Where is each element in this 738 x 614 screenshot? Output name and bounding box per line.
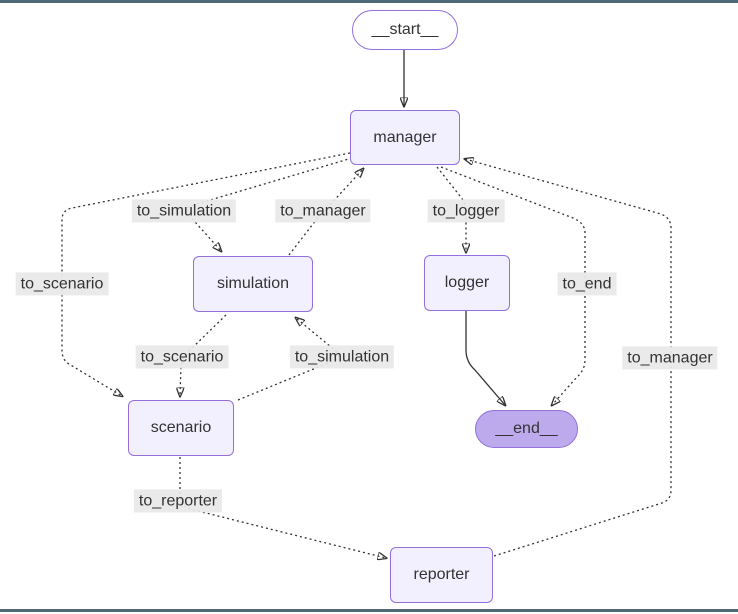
edge-label-manager-to-simulation: to_simulation [131,199,237,223]
edge-label-manager-to-scenario: to_scenario [15,272,109,296]
edge-manager-to-end [440,166,586,405]
node-simulation-label: simulation [216,275,290,292]
node-simulation: simulation [193,256,313,312]
edge-label-scenario-to-reporter: to_reporter [133,489,223,513]
node-reporter-label: reporter [413,566,470,583]
edge-label-scenario-to-simulation: to_simulation [289,345,395,369]
edge-label-manager-to-end: to_end [557,272,617,296]
node-manager-label: manager [373,128,437,146]
node-logger: logger [424,255,510,311]
node-scenario: scenario [128,400,234,456]
node-end: __end__ [475,410,578,448]
node-start: __start__ [352,10,458,50]
node-reporter: reporter [390,547,493,603]
node-logger-label: logger [444,274,490,291]
edge-label-simulation-to-manager: to_manager [275,199,371,223]
edge-label-simulation-to-scenario: to_scenario [135,345,229,369]
edge-logger-to-end [465,311,505,405]
edge-label-reporter-to-manager: to_manager [622,346,718,370]
node-end-label: __end__ [495,420,558,437]
window-top-border [0,0,738,3]
node-manager: manager [350,110,460,165]
window-bottom-border [0,609,738,612]
node-scenario-label: scenario [150,419,212,436]
edge-reporter-to-manager [465,159,672,557]
node-start-label: __start__ [371,21,439,38]
edge-label-manager-to-logger: to_logger [427,199,505,223]
